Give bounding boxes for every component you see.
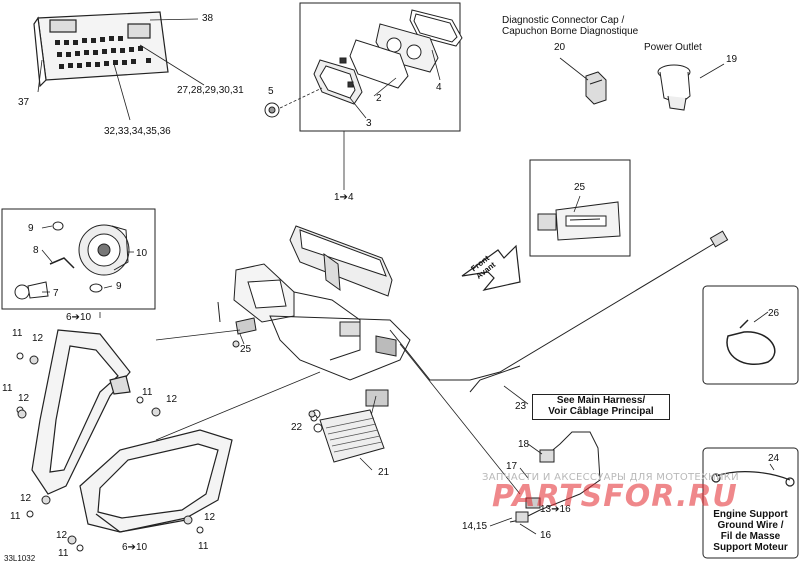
callout-25-harness: 25 — [240, 344, 252, 355]
callout-12-e: 12 — [56, 530, 68, 541]
watermark-caption: ЗАПЧАСТИ И АКСЕССУАРЫ ДЛЯ МОТОТЕХНИКИ — [482, 472, 739, 483]
diagnostic-cap-note-fr: Capuchon Borne Diagnostique — [502, 26, 639, 37]
callout-8: 8 — [33, 245, 39, 256]
callout-19: 19 — [726, 54, 738, 65]
main-harness-reference-fr: Voir Câblage Principal — [548, 406, 654, 417]
callout-26: 26 — [768, 308, 780, 319]
watermark-logo-b: FOR — [603, 479, 676, 514]
fasteners — [16, 352, 318, 552]
power-outlet-note: Power Outlet — [644, 42, 702, 53]
main-harness-reference: See Main Harness/ Voir Câblage Principal — [532, 394, 670, 420]
gauge-bezel-parts — [313, 9, 463, 105]
callout-25-sealant: 25 — [574, 182, 586, 193]
callout-5: 5 — [268, 86, 274, 97]
clamp-inset-frame — [702, 285, 799, 385]
engine-support-line-3: Fil de Masse — [720, 531, 781, 542]
headlamp-housing-left — [31, 329, 131, 495]
engine-support-line-4: Support Moteur — [713, 542, 788, 553]
hose-clamp — [726, 319, 776, 365]
callout-17: 17 — [506, 461, 518, 472]
accessory-cable — [509, 431, 601, 523]
callout-13-to-16: 13➔16 — [540, 504, 571, 515]
screw-items — [232, 340, 316, 418]
ground-wire — [711, 471, 795, 487]
callout-4: 4 — [436, 82, 442, 93]
harness-end-connector — [709, 230, 729, 248]
callout-12-f: 12 — [204, 512, 216, 523]
callout-12-b: 12 — [18, 393, 30, 404]
main-harness-reference-en: See Main Harness/ — [556, 395, 646, 406]
callout-38: 38 — [202, 13, 214, 24]
callout-27-31: 27,28,29,30,31 — [177, 85, 244, 96]
callout-11-b: 11 — [2, 383, 13, 394]
engine-support-line-1: Engine Support — [713, 509, 788, 520]
callout-3: 3 — [366, 118, 372, 129]
watermark-logo-c: .RU — [675, 479, 738, 514]
headlamp-parts — [14, 221, 130, 300]
callout-12-a: 12 — [32, 333, 44, 344]
callout-7: 7 — [53, 288, 59, 299]
callout-21: 21 — [378, 467, 390, 478]
watermark-logo: PARTSFOR.RU — [492, 479, 738, 514]
engine-support-ground-note: Engine Support Ground Wire / Fil de Mass… — [703, 509, 798, 553]
callout-2: 2 — [376, 93, 382, 104]
callout-14-15: 14,15 — [462, 521, 488, 532]
callout-1-to-4: 1➔4 — [334, 192, 354, 203]
main-harness-assembly — [217, 225, 721, 407]
sealant-tube-part — [537, 201, 621, 241]
watermark-logo-a: PARTS — [492, 479, 604, 514]
callout-16: 16 — [540, 530, 552, 541]
bulb-part — [264, 102, 280, 118]
callout-10: 10 — [136, 248, 148, 259]
diagnostic-cap-note-en: Diagnostic Connector Cap / — [502, 15, 625, 26]
callout-23: 23 — [515, 401, 527, 412]
callout-22: 22 — [291, 422, 303, 433]
callout-9-bottom: 9 — [116, 281, 122, 292]
callout-6-to-10-bottom: 6➔10 — [122, 542, 148, 553]
diagnostic-cap-part — [585, 71, 607, 105]
callout-18: 18 — [518, 439, 530, 450]
power-outlet-part — [657, 64, 691, 111]
voltage-regulator — [311, 409, 385, 463]
callout-11-e: 11 — [58, 548, 69, 559]
callout-20: 20 — [554, 42, 566, 53]
diagnostic-cap-note: Diagnostic Connector Cap / Capuchon Born… — [502, 15, 639, 37]
callout-11-f: 11 — [198, 541, 209, 552]
fuse-box — [33, 11, 169, 88]
diagram-code: 33L1032 — [4, 554, 36, 563]
front-arrow — [461, 244, 521, 291]
callout-12-c: 12 — [166, 394, 178, 405]
callout-11-a: 11 — [12, 328, 23, 339]
headlamp-housing-lower — [79, 429, 233, 533]
engine-support-line-2: Ground Wire / — [717, 520, 784, 531]
callout-37: 37 — [18, 97, 30, 108]
callout-11-d: 11 — [10, 511, 21, 522]
callout-6-to-10-top: 6➔10 — [66, 312, 92, 323]
callout-11-c: 11 — [142, 387, 153, 398]
callout-12-d: 12 — [20, 493, 32, 504]
callout-24: 24 — [768, 453, 780, 464]
callout-9-top: 9 — [28, 223, 34, 234]
callout-32-36: 32,33,34,35,36 — [104, 126, 171, 137]
